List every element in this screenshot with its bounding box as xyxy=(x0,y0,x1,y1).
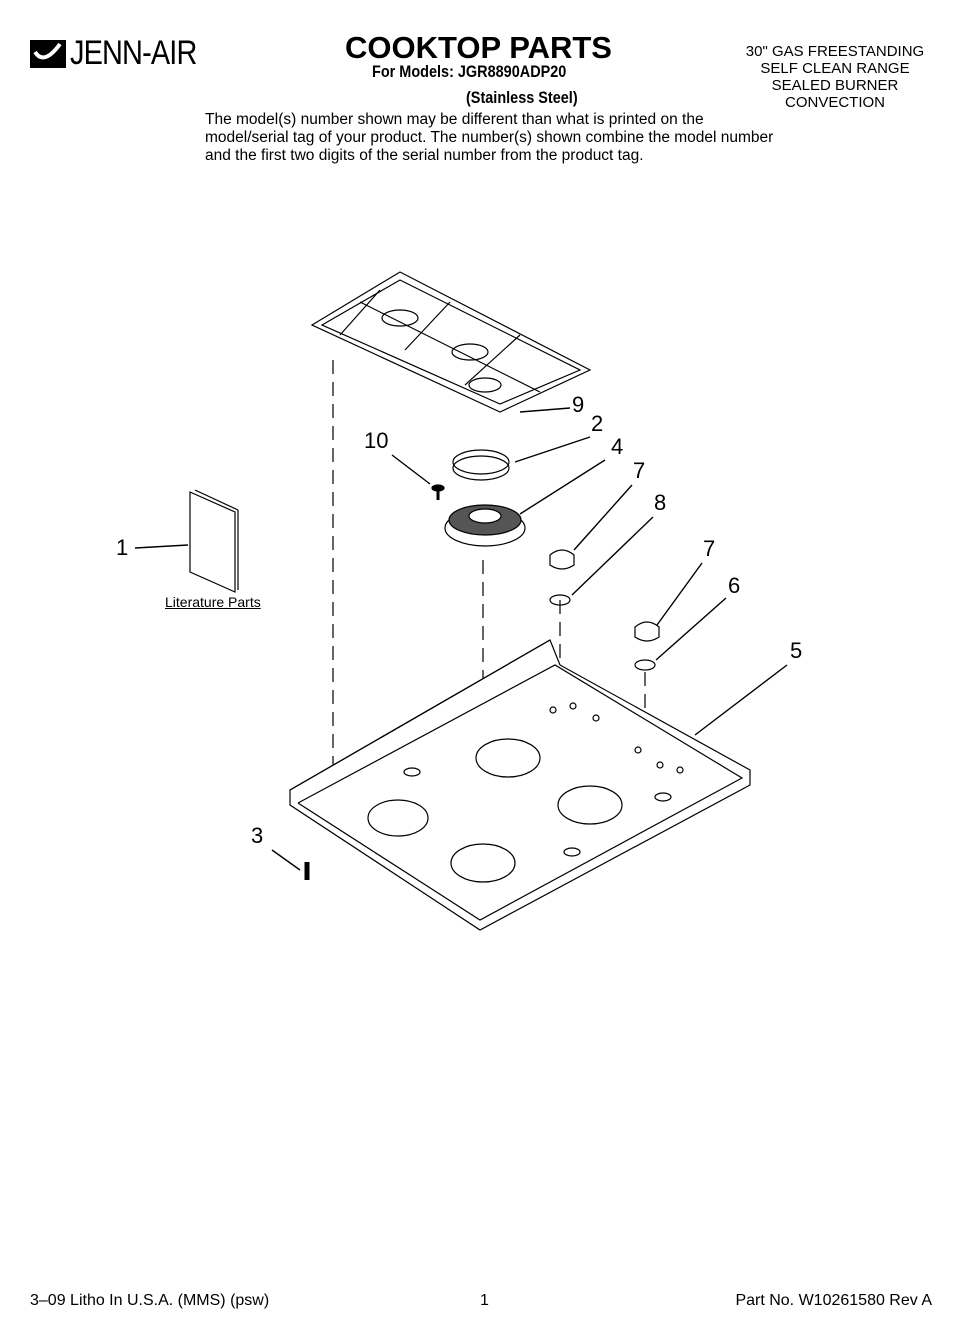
finish-label: (Stainless Steel) xyxy=(466,88,578,107)
desc-line: SEALED BURNER xyxy=(771,77,899,94)
callout-10: 10 xyxy=(364,428,389,453)
callout-9: 9 xyxy=(572,392,585,417)
desc-line: CONVECTION xyxy=(784,94,885,111)
grate xyxy=(310,271,592,413)
literature-booklet xyxy=(189,489,239,593)
literature-parts-link[interactable]: Literature Parts xyxy=(165,594,261,610)
model-note: The model(s) number shown may be differe… xyxy=(205,111,774,164)
print-info: 3–09 Litho In U.S.A. (MMS) (psw) xyxy=(30,1292,270,1309)
brand-logo: JENN-AIR xyxy=(30,34,219,73)
models-line: For Models: JGR8890ADP20 xyxy=(372,62,567,81)
leader-lines xyxy=(134,407,788,871)
part-number: Part No. W10261580 Rev A xyxy=(735,1292,932,1309)
callout-5: 5 xyxy=(790,638,803,663)
callout-7-lower: 7 xyxy=(703,536,716,561)
bezel-lower xyxy=(634,659,656,671)
burner-base xyxy=(444,504,526,547)
cooktop-main-top xyxy=(289,639,751,931)
callout-1: 1 xyxy=(116,535,129,560)
brand-name: JENN-AIR xyxy=(70,34,197,72)
screw-10 xyxy=(431,484,445,500)
knob-upper xyxy=(549,549,575,570)
callout-6: 6 xyxy=(728,573,741,598)
knob-lower xyxy=(634,621,660,642)
product-description: 30" GAS FREESTANDING SELF CLEAN RANGE SE… xyxy=(740,43,930,111)
callout-4: 4 xyxy=(611,434,624,459)
logo-mark-icon xyxy=(30,39,66,68)
desc-line: SELF CLEAN RANGE xyxy=(760,60,910,77)
burner-cap xyxy=(452,449,510,481)
page-number: 1 xyxy=(480,1292,489,1309)
callout-2: 2 xyxy=(591,411,604,436)
callout-7-upper: 7 xyxy=(633,458,646,483)
page-title: COOKTOP PARTS xyxy=(345,30,612,65)
bezel-upper xyxy=(549,594,571,606)
callout-3: 3 xyxy=(251,823,264,848)
callout-8: 8 xyxy=(654,490,667,515)
desc-line: 30" GAS FREESTANDING xyxy=(745,43,925,60)
